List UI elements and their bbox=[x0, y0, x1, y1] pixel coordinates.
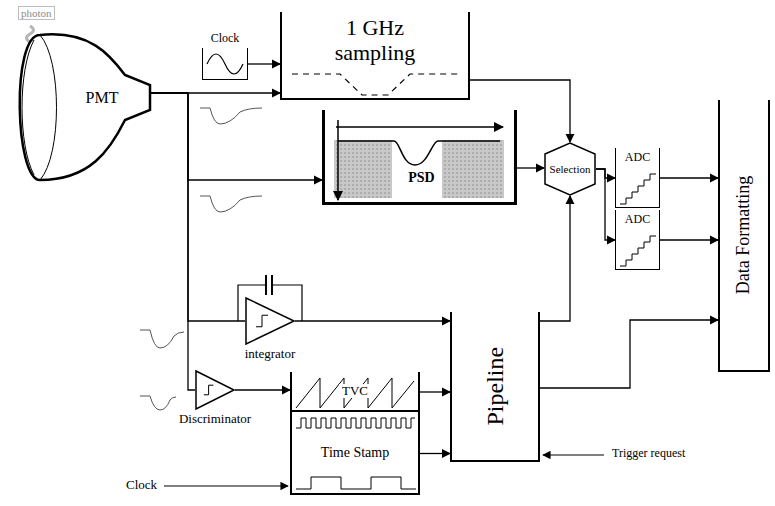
clock-pulses bbox=[296, 418, 415, 428]
signal-label: Clock bbox=[124, 478, 159, 492]
pulse-shapes bbox=[140, 108, 262, 410]
signal-label-holder: Clock bbox=[124, 478, 159, 492]
pmt-tube-outline bbox=[10, 30, 150, 185]
signal-wire bbox=[517, 167, 544, 168]
integrator-amp-text: integrator bbox=[245, 347, 296, 361]
signal-wire bbox=[295, 320, 450, 321]
discriminator-amp: Discriminator bbox=[195, 370, 235, 410]
tvc-box-text: TVC bbox=[339, 384, 371, 398]
sampling-box-text: 1 GHz sampling bbox=[320, 15, 430, 66]
pipeline-box: Pipeline bbox=[450, 312, 540, 462]
psd-box-text: PSD bbox=[408, 170, 434, 185]
signal-wire bbox=[470, 80, 570, 142]
signal-wire bbox=[660, 239, 718, 240]
adc-box: ADC bbox=[615, 148, 660, 208]
signal-wire bbox=[420, 453, 450, 454]
signal-wire bbox=[235, 389, 290, 390]
signal-wire bbox=[420, 391, 450, 392]
signal-wire bbox=[540, 196, 570, 321]
adc-box: ADC bbox=[615, 210, 660, 270]
trigger-arrow bbox=[543, 454, 604, 455]
integrator-amp-outline bbox=[245, 297, 295, 345]
sampling-box: 1 GHz sampling bbox=[280, 12, 470, 100]
signal-wire bbox=[596, 169, 615, 240]
formatting-box-text: Data Formatting bbox=[734, 176, 754, 294]
signal-wire bbox=[150, 93, 195, 390]
pipeline-box-text: Pipeline bbox=[482, 347, 508, 426]
signal-wire bbox=[660, 177, 718, 178]
psd-box: PSD bbox=[322, 110, 517, 205]
signal-wire bbox=[248, 63, 280, 64]
clock-box: Clock bbox=[202, 48, 248, 80]
timestamp-box-text: Time Stamp bbox=[321, 445, 389, 460]
selection-hexagon-text: Selection bbox=[550, 163, 591, 175]
selection-hexagon: Selection bbox=[544, 142, 596, 196]
adc-box-text: ADC bbox=[625, 151, 650, 165]
formatting-box: Data Formatting bbox=[718, 100, 770, 372]
signal-label-holder: Trigger request bbox=[610, 447, 687, 460]
discriminator-amp-outline bbox=[195, 370, 235, 410]
timestamp-box: Time Stamp bbox=[290, 412, 420, 495]
signal-wire bbox=[150, 93, 322, 180]
integrator-amp: integrator bbox=[245, 297, 295, 345]
adc-staircase bbox=[620, 174, 656, 266]
adc-box-text: ADC bbox=[625, 213, 650, 227]
signal-wire bbox=[540, 320, 718, 388]
pmt-tube-text: PMT bbox=[86, 89, 119, 107]
tvc-sawtooth bbox=[296, 378, 414, 408]
clock-input-arrow bbox=[164, 485, 288, 486]
photon-label-holder: photon bbox=[18, 6, 55, 20]
tvc-box: TVC bbox=[290, 372, 420, 412]
sampled-pulse bbox=[292, 74, 458, 95]
psd-gates bbox=[334, 120, 504, 200]
signal-wire bbox=[150, 93, 245, 321]
discriminator-amp-text: Discriminator bbox=[179, 412, 251, 426]
clock-box-text: Clock bbox=[211, 32, 240, 45]
signal-label: Trigger request bbox=[610, 447, 687, 460]
sine-wave bbox=[207, 54, 243, 74]
slow-clock bbox=[296, 477, 416, 489]
photon-label: photon bbox=[18, 6, 55, 20]
pmt-tube: PMT bbox=[10, 30, 150, 185]
